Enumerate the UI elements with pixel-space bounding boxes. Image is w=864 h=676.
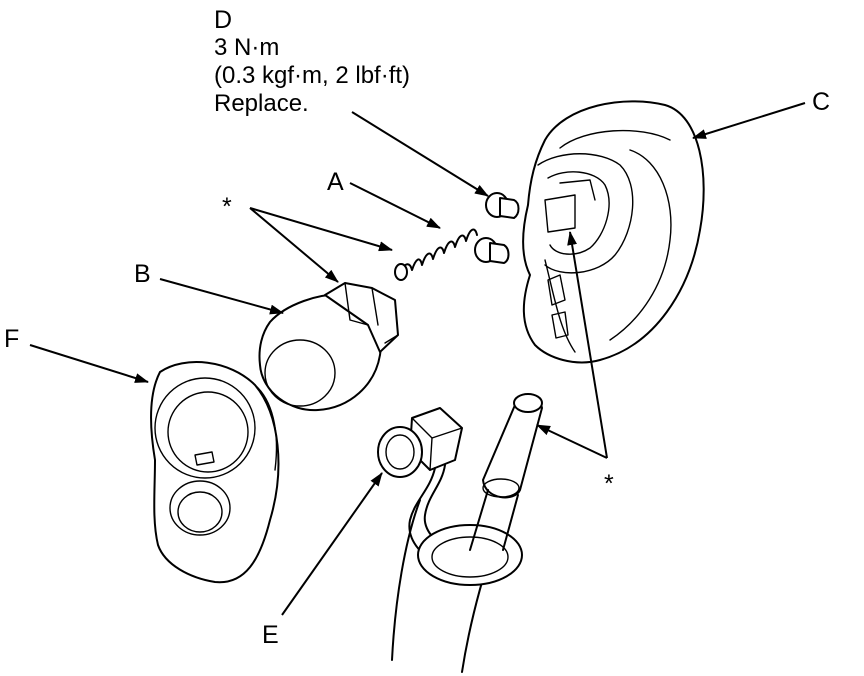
arrow-e xyxy=(281,472,383,616)
label-e: E xyxy=(262,621,279,649)
arrow-star-left-2 xyxy=(249,207,339,283)
label-a: A xyxy=(327,168,344,196)
arrow-star-right-2 xyxy=(536,424,608,459)
arrow-star-left-1 xyxy=(249,207,393,252)
label-star-left: * xyxy=(222,193,232,221)
arrow-a xyxy=(349,182,441,229)
arrow-f xyxy=(29,344,149,383)
callout-labels: D 3 N·m (0.3 kgf·m, 2 lbf·ft) Replace. A… xyxy=(4,6,830,649)
part-c-housing xyxy=(522,100,705,364)
arrow-c xyxy=(692,102,806,139)
label-star-right: * xyxy=(604,470,614,498)
spec-d-torque-alt: (0.3 kgf·m, 2 lbf·ft) xyxy=(214,62,410,89)
part-d-screws xyxy=(474,192,520,264)
label-c: C xyxy=(812,88,830,116)
label-f: F xyxy=(4,325,19,353)
spec-d-note: Replace. xyxy=(214,90,309,117)
part-a-spring xyxy=(394,228,478,281)
steering-column-shaft xyxy=(391,393,543,673)
part-b-knob xyxy=(258,282,399,412)
leader-arrows xyxy=(29,102,806,616)
arrow-d xyxy=(351,111,489,197)
arrow-b xyxy=(159,278,284,315)
part-f-cover xyxy=(150,361,280,584)
spec-d-torque: 3 N·m xyxy=(214,34,279,61)
label-d: D xyxy=(214,6,232,34)
arrow-star-right-1 xyxy=(567,231,608,459)
part-e-switch xyxy=(377,407,482,580)
label-b: B xyxy=(134,260,151,288)
